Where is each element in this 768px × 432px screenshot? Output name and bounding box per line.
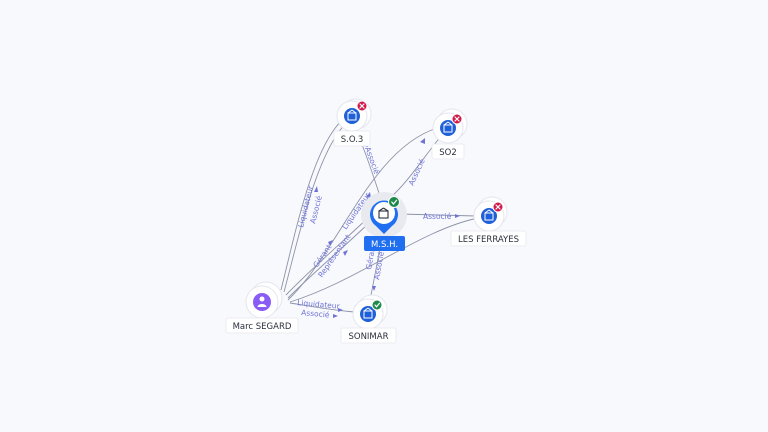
node-label: LES FERRAYES: [458, 235, 519, 245]
node-label-box: [364, 236, 405, 251]
node-so3[interactable]: S.O.3: [333, 98, 372, 147]
edge-marc-so3[interactable]: [280, 119, 343, 291]
node-sonimar[interactable]: SONIMAR: [340, 294, 397, 344]
building-icon: [378, 207, 389, 219]
building-icon: [443, 121, 453, 133]
node-label-box: [333, 130, 371, 147]
node-les-ferrayes[interactable]: LES FERRAYES: [450, 196, 527, 247]
building-icon: [484, 209, 494, 221]
edge-arrow: [314, 186, 318, 192]
edge-arrow: [338, 308, 343, 312]
edge-arrow: [343, 250, 348, 256]
edge-arrow: [372, 286, 376, 291]
edge-marc-ferrayes[interactable]: [289, 217, 479, 303]
node-marc-segard[interactable]: Marc SEGARD: [225, 281, 299, 334]
status-badge-closed: [451, 113, 463, 125]
node-label-box: [450, 230, 527, 247]
node-label: M.S.H.: [371, 240, 398, 250]
edge-main-ferrayes[interactable]: [399, 213, 477, 217]
edge-label: Associé: [423, 212, 452, 221]
edge-label: Associé: [363, 146, 381, 176]
edge-label: Associé: [301, 308, 330, 319]
edge-arrow: [333, 314, 338, 318]
node-label: S.O.3: [341, 135, 364, 145]
edge-marc-so2[interactable]: [287, 127, 438, 301]
edge-main-so2[interactable]: [389, 134, 443, 199]
node-label-box: [340, 327, 397, 344]
node-label: SO2: [439, 148, 457, 158]
node-main-msh[interactable]: M.S.H.: [361, 192, 407, 251]
edge-label: Liquidateur: [297, 298, 341, 311]
edge-arrow: [455, 214, 460, 218]
node-label-box: [225, 317, 299, 334]
node-so2[interactable]: SO2: [431, 108, 468, 160]
status-badge-active: [371, 299, 383, 311]
building-icon: [363, 307, 373, 319]
building-icon: [347, 109, 357, 121]
node-label-box: [431, 143, 465, 160]
edge-arrow: [420, 138, 425, 144]
edge-label: Associé: [407, 157, 427, 187]
node-label: SONIMAR: [348, 332, 388, 342]
edge-arrow: [366, 192, 371, 198]
status-badge-active: [388, 196, 400, 208]
node-core: [253, 293, 271, 311]
edge-marc-sonimar[interactable]: [289, 302, 356, 313]
node-label: Marc SEGARD: [233, 322, 292, 332]
status-badge-closed: [356, 100, 368, 112]
status-badge-closed: [492, 201, 504, 213]
person-icon: [257, 296, 267, 307]
edge-arrow: [328, 240, 333, 246]
